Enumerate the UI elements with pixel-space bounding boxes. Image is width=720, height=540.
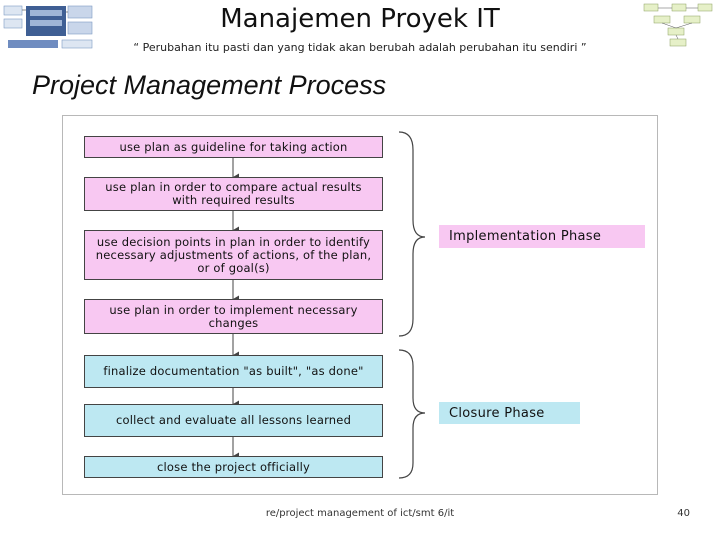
section-heading: Project Management Process	[32, 70, 387, 100]
implementation-phase-label: Implementation Phase	[439, 225, 645, 248]
closure-phase-label: Closure Phase	[439, 402, 580, 424]
process-step: collect and evaluate all lessons learned	[84, 404, 383, 437]
slide-quote: “ Perubahan itu pasti dan yang tidak aka…	[133, 41, 587, 54]
process-step: use plan in order to compare actual resu…	[84, 177, 383, 211]
flowchart-thumbnail-image	[640, 2, 718, 48]
process-step: close the project officially	[84, 456, 383, 478]
implementation-brace	[398, 131, 426, 337]
footer-text: re/project management of ict/smt 6/it	[265, 508, 455, 519]
process-diagram: use plan as guideline for taking action …	[62, 115, 658, 495]
process-step: finalize documentation "as built", "as d…	[84, 355, 383, 388]
process-step: use decision points in plan in order to …	[84, 230, 383, 280]
diagram-connectors	[232, 131, 426, 479]
slide-title: Manajemen Proyek IT	[220, 4, 500, 34]
process-step: use plan as guideline for taking action	[84, 136, 383, 158]
process-step: use plan in order to implement necessary…	[84, 299, 383, 334]
page-number: 40	[677, 508, 690, 519]
closure-brace	[398, 349, 426, 479]
process-thumbnail-image	[2, 2, 96, 52]
